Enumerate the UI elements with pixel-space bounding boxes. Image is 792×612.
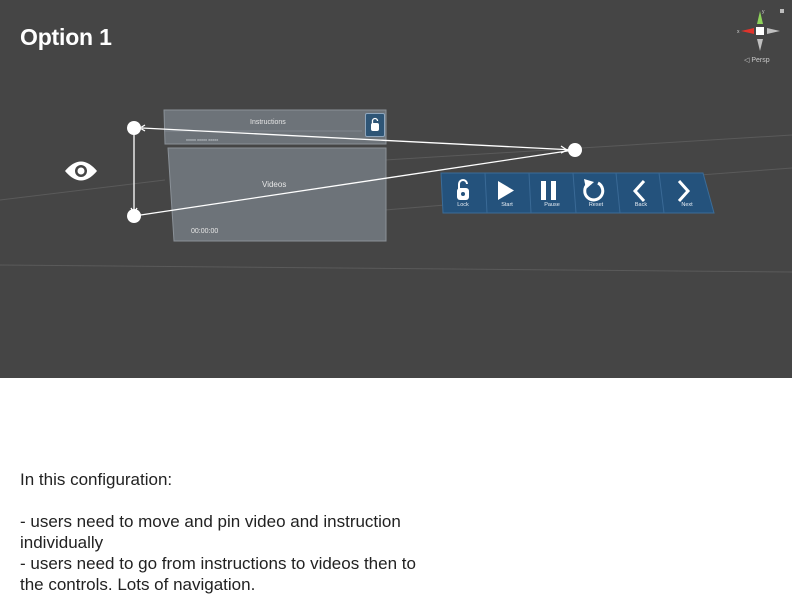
lock-icon [457,179,469,200]
control-label-reset[interactable]: Reset [588,202,604,208]
chevron-right-icon [677,179,691,203]
x-axis-arrow [741,28,754,34]
scene-grid [0,134,792,273]
lock-icon [371,117,379,131]
gizmo-center-cube [756,27,764,35]
description-heading: In this configuration: [20,470,173,489]
slide-title: Option 1 [20,24,112,50]
play-icon [498,181,514,200]
orientation-gizmo[interactable]: y x [728,4,788,68]
neg-y-axis-arrow [757,39,763,51]
path-node-instructions [127,121,141,135]
control-bar[interactable] [440,172,715,214]
instructions-lock-button[interactable] [365,113,385,137]
path-node-videos [127,209,141,223]
neg-x-axis-arrow [767,28,780,34]
video-timestamp: 00:00:00 [191,228,219,235]
path-node-controls [568,143,582,157]
control-label-start[interactable]: Start [501,202,513,208]
perspective-toggle[interactable]: ◁ Persp [744,57,770,64]
instructions-title: Instructions [250,119,286,126]
control-label-back[interactable]: Back [634,202,648,208]
navigation-path [133,127,575,217]
control-label-pause[interactable]: Pause [544,202,560,208]
description-point-2: - users need to go from instructions to … [20,554,416,594]
scene-canvas [0,109,792,273]
chevron-left-icon [632,179,646,203]
unity-scene-view: Option 1 Instructions xxxxx xxxxx xxxxx … [0,0,792,378]
instructions-subtitle: xxxxx xxxxx xxxxx [186,137,219,142]
gizmo-lock-icon [780,9,784,13]
eye-icon [65,161,97,181]
reset-icon [583,179,605,202]
control-label-next[interactable]: Next [681,202,693,208]
y-axis-arrow [757,11,763,24]
description-point-1: - users need to move and pin video and i… [20,512,401,552]
gizmo-x-label: x [737,29,740,35]
videos-title: Videos [262,180,287,189]
control-label-lock[interactable]: Lock [457,202,469,208]
gizmo-y-label: y [762,9,765,15]
pause-icon [541,181,556,200]
description-text: In this configuration: - users need to m… [20,469,440,595]
instructions-panel[interactable] [163,109,387,145]
